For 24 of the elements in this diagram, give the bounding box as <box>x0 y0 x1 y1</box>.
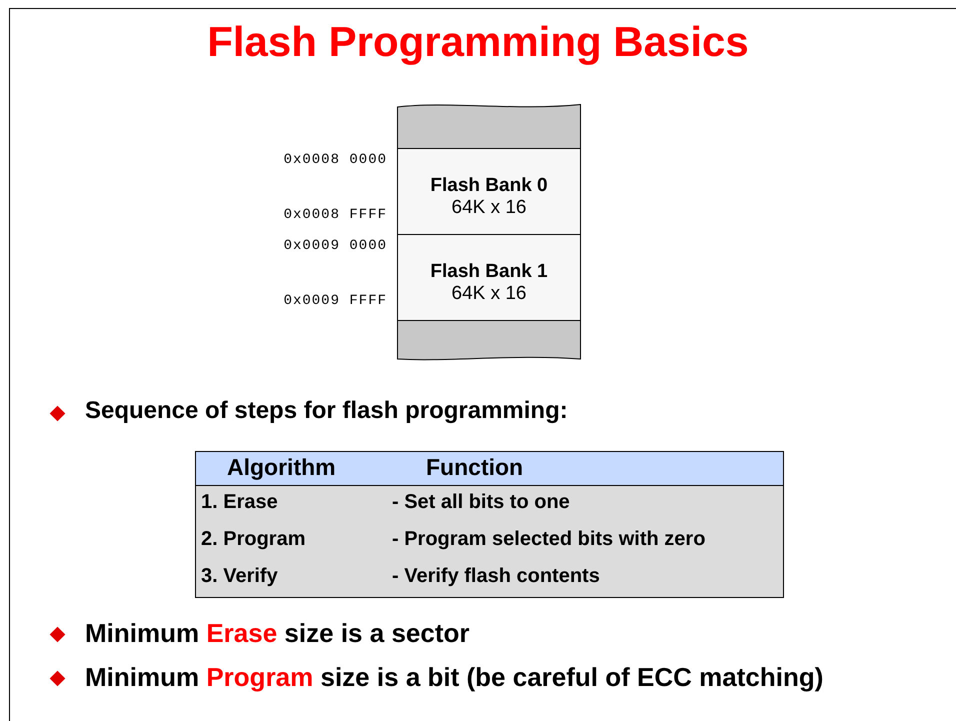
slide-title: Flash Programming Basics <box>206 18 750 66</box>
bullet-text: Minimum Erase size is a sector <box>85 618 470 649</box>
address-label: 0x0008 0000 <box>282 152 387 168</box>
column-header: Algorithm <box>227 454 336 481</box>
column-header: Function <box>426 454 524 481</box>
address-label: 0x0009 0000 <box>282 238 387 254</box>
memory-block <box>397 103 581 149</box>
flash-bank-box <box>397 234 581 321</box>
memory-block <box>397 320 581 362</box>
bullet-text: Sequence of steps for flash programming: <box>85 397 568 425</box>
table-cell: - Program selected bits with zero <box>392 528 706 551</box>
bank-name: Flash Bank 0 <box>429 175 549 197</box>
table-cell: - Verify flash contents <box>392 565 600 588</box>
table-cell: - Set all bits to one <box>392 491 570 514</box>
flash-bank-box <box>397 148 581 235</box>
bank-name: Flash Bank 1 <box>429 261 549 283</box>
address-label: 0x0009 FFFF <box>282 293 387 309</box>
table-cell: 1. Erase <box>201 491 278 514</box>
bullet-text: Minimum Program size is a bit (be careful of ECC matching) <box>85 662 824 693</box>
address-label: 0x0008 FFFF <box>282 207 387 223</box>
bank-size: 64K x 16 <box>450 197 528 219</box>
table-cell: 3. Verify <box>201 565 278 588</box>
table-cell: 2. Program <box>201 528 306 551</box>
bank-size: 64K x 16 <box>450 283 528 305</box>
